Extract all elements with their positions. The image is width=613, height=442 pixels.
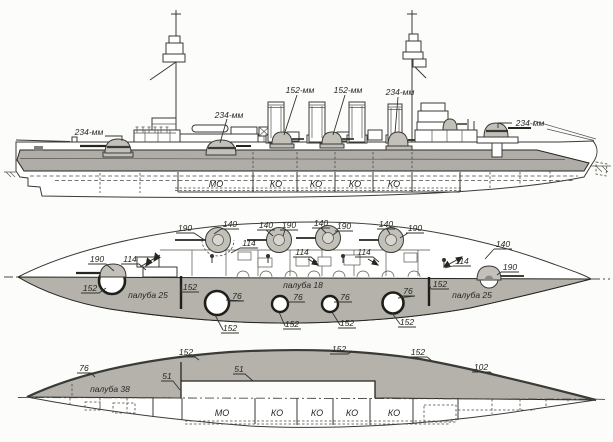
- aft-superstructure: [414, 102, 478, 143]
- plan-turret-1: [175, 227, 235, 257]
- ammo-route-arrows: [139, 252, 464, 268]
- uptake3-grating-label: 76: [340, 292, 350, 302]
- edge-fwd-label: 152: [179, 347, 193, 357]
- plan-aft-turret: [476, 265, 524, 289]
- hold-compartment-ko-1: КО: [271, 408, 283, 418]
- uptake1-grating-label: 76: [232, 291, 242, 301]
- turret1-roof-label: 140: [223, 219, 237, 229]
- hull-outline: [4, 120, 611, 198]
- turret4-side-label: 190: [408, 223, 422, 233]
- funnel-3: [346, 101, 368, 144]
- plan-waist-turrets: [175, 225, 404, 257]
- funnels: [265, 101, 405, 144]
- hold-leader-lines: [77, 350, 495, 391]
- glacis-top-label: 51: [234, 364, 244, 374]
- turret2-side-label: 190: [282, 220, 296, 230]
- fwd-bulkhead-label: 152: [183, 282, 197, 292]
- bow-ring-label: 152: [83, 283, 97, 293]
- hold-structure: [69, 398, 569, 425]
- compartment-ko-2: КО: [310, 179, 322, 189]
- turret2-roof-label: 140: [259, 220, 273, 230]
- glacis-bulkhead-label: 51: [162, 371, 172, 381]
- plan-turret-3: [296, 225, 341, 251]
- glacis-box: [180, 362, 376, 398]
- uptake4-ring-label: 152: [400, 317, 414, 327]
- casemate-gun-fwd: [269, 131, 304, 149]
- casemate-fwd-label: 152-мм: [286, 85, 315, 95]
- deck-fwd-label: палуба 25: [128, 290, 168, 300]
- edge-aft-label: 152: [411, 347, 425, 357]
- stern-turret: [476, 122, 531, 158]
- uptake1-ring-label: 152: [223, 323, 237, 333]
- deck-aft-label: палуба 25: [452, 290, 492, 300]
- compartment-ko-1: КО: [270, 179, 282, 189]
- casemate-gun-aft: [319, 131, 354, 149]
- aft-side-label: 190: [503, 262, 517, 272]
- hold-deck-edge: [26, 348, 597, 402]
- battery-fwd-label: 114: [242, 238, 256, 248]
- plan-turret-4: [359, 227, 404, 253]
- uptake4-grating-label: 76: [403, 286, 413, 296]
- side-leader-lines: [105, 94, 512, 144]
- side-elevation-view: 234-мм 234-мм 152-мм 152-мм 234-мм 234-м…: [4, 10, 611, 198]
- plan-bow-turret: [76, 263, 127, 296]
- midship-gun-label: 234-мм: [214, 110, 244, 120]
- bow-turret: [80, 138, 134, 158]
- compartment-ko-4: КО: [388, 179, 400, 189]
- aft-casemate-label: 114: [455, 256, 469, 266]
- plan-centerline: [4, 276, 610, 280]
- battery-mid-label: 114: [295, 247, 309, 257]
- turret3-side-label: 190: [337, 221, 351, 231]
- turret1-side-label: 190: [178, 223, 192, 233]
- uptake3-ring-label: 152: [340, 318, 354, 328]
- hold-plan-view: 76 152 152 152 102 палуба 38 51 51 МО КО…: [17, 344, 609, 428]
- plan-turret-2: [247, 227, 292, 253]
- hold-compartment-ko-2: КО: [311, 408, 323, 418]
- funnel-2: [306, 101, 328, 144]
- plan-leader-lines: [81, 227, 519, 334]
- uptake2-grating-label: 76: [293, 292, 303, 302]
- midship-turret: [205, 139, 251, 156]
- mainmast: [402, 10, 427, 142]
- edge-stern-label: 102: [474, 362, 488, 372]
- compartment-ko-3: КО: [349, 179, 361, 189]
- turret3-roof-label: 140: [314, 218, 328, 228]
- turret4-roof-label: 140: [379, 219, 393, 229]
- stern-gun-label: 234-мм: [515, 118, 545, 128]
- boats-and-deckhouses: [179, 124, 383, 143]
- compartment-mo: МО: [209, 179, 224, 189]
- edge-bow-label: 76: [79, 363, 89, 373]
- bow-barbette-label: 190: [90, 254, 104, 264]
- casemate-aft-label: 152-мм: [334, 85, 363, 95]
- armored-bulkheads: [179, 276, 431, 309]
- plan-deckhouses: [136, 251, 446, 278]
- aft-roof-label: 140: [496, 239, 510, 249]
- bow-casemate-label: 114: [123, 254, 137, 264]
- bow-gun-label: 234-мм: [74, 127, 104, 137]
- hold-compartment-ko-3: КО: [346, 408, 358, 418]
- aft-bulkhead-label: 152: [433, 279, 447, 289]
- hold-compartment-mo: МО: [215, 408, 230, 418]
- edge-mid-label: 152: [332, 344, 346, 354]
- anchor-icon: [34, 146, 43, 151]
- funnel-uptake-rings: [203, 289, 405, 317]
- waist-turret: [385, 131, 421, 151]
- capstan: [71, 136, 78, 143]
- battery-aft-label: 114: [357, 247, 371, 257]
- hold-hull-bottom: [26, 396, 597, 428]
- forward-bridge: [133, 117, 181, 143]
- armored-deck-area: [16, 276, 592, 324]
- foremast: [149, 10, 186, 142]
- waist-gun-label: 234-мм: [385, 87, 415, 97]
- deck-38-label: палуба 38: [90, 384, 130, 394]
- deck-mid-label: палуба 18: [283, 280, 323, 290]
- armor-deck-plan-view: 190 114 152 190 140 140 190 140 190 140 …: [4, 218, 610, 334]
- hold-compartment-ko-4: КО: [388, 408, 400, 418]
- hold-centerline: [17, 397, 609, 400]
- uptake2-ring-label: 152: [285, 319, 299, 329]
